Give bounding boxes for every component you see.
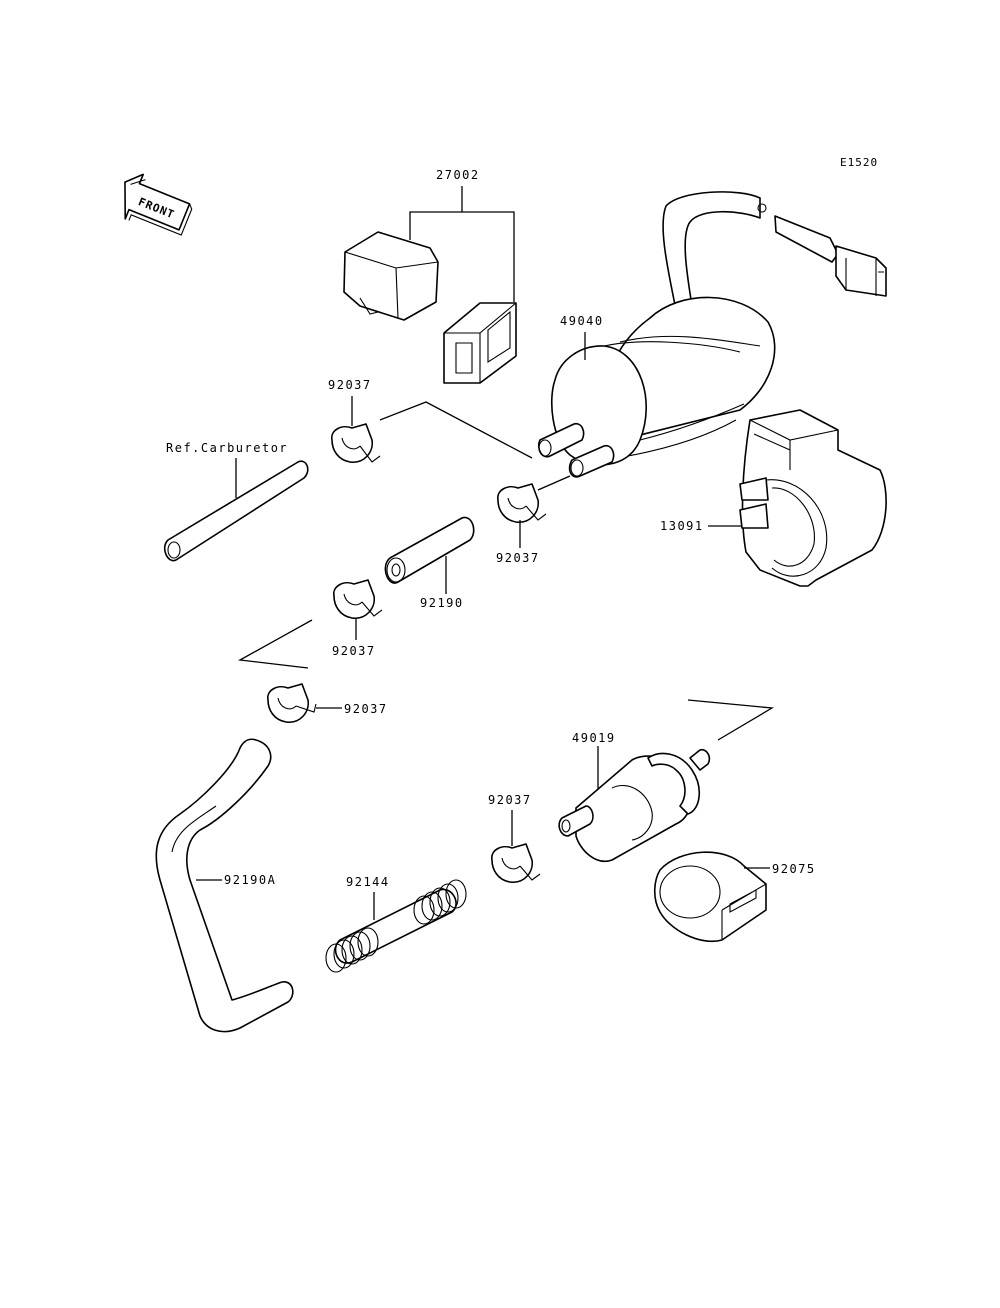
damper-label: 92075 [772,862,816,876]
clamp-e-label: 92037 [488,793,532,807]
short-hose-part [384,516,475,584]
ref-carburetor-label: Ref.Carburetor [166,441,288,455]
spring-label: 92144 [346,875,390,889]
clamp-b-label: 92037 [496,551,540,565]
front-arrow-icon: FRONT [124,173,193,236]
hose-clamp-c [333,579,383,619]
diagram-code: E1520 [840,156,878,169]
fuel-pump-part [537,191,887,478]
bracket-part [739,409,887,587]
fuel-filter-label: 49019 [572,731,616,745]
clamp-c-label: 92037 [332,644,376,658]
bracket-label: 13091 [660,519,704,533]
long-hose-part [155,738,294,1033]
hose-clamp-e [491,843,541,883]
clamp-a-label: 92037 [328,378,372,392]
fuel-filter-part [558,748,711,863]
hose-clamp-b [497,483,547,523]
hose-clamp-d [267,683,317,723]
carburetor-pipe [163,460,309,562]
spring-part [325,879,467,973]
damper-part [653,851,767,943]
hose-clamp-a [331,423,381,463]
short-hose-label: 92190 [420,596,464,610]
fuel-pump-label: 49040 [560,314,604,328]
clamp-d-label: 92037 [344,702,388,716]
relay-label: 27002 [436,168,480,182]
long-hose-label: 92190A [224,873,276,887]
relay-part [343,231,517,384]
